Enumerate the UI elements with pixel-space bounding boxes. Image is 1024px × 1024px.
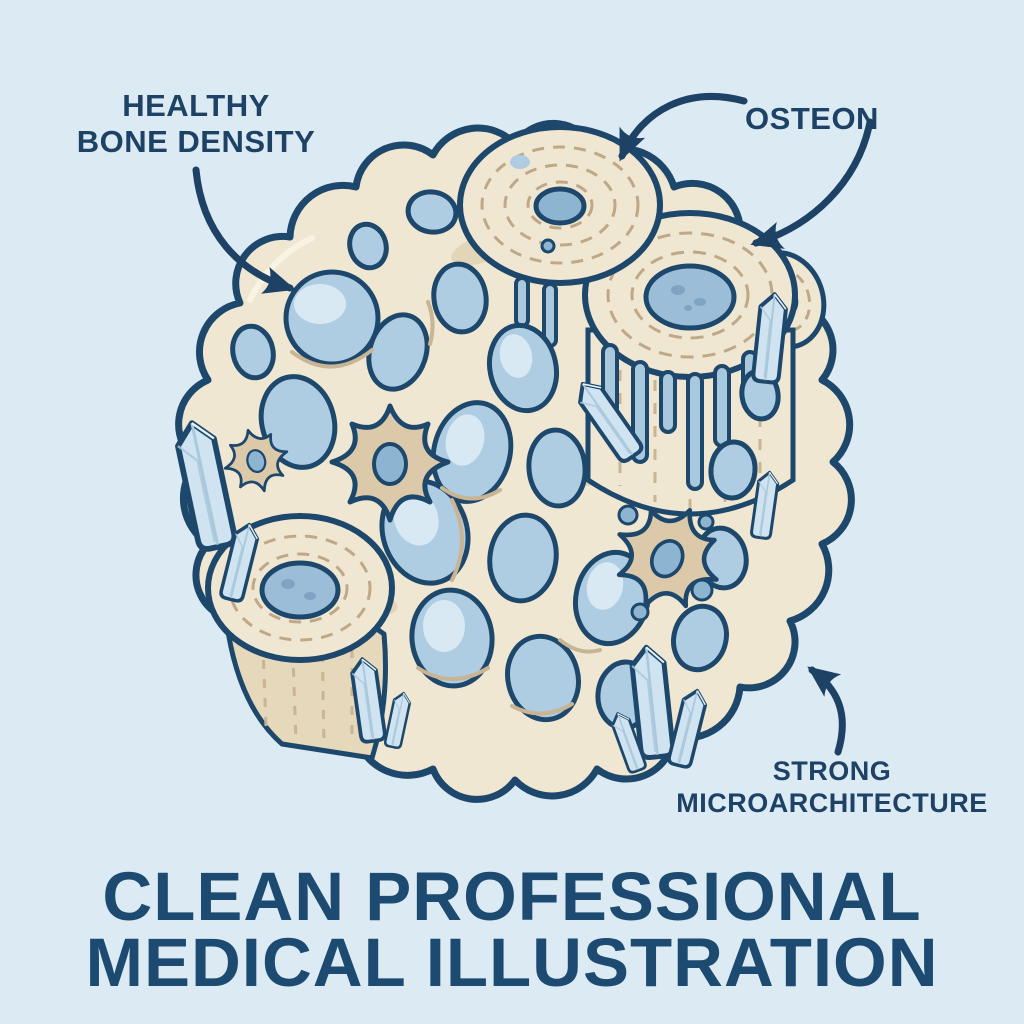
label-strong-line2: MICROARCHITECTURE bbox=[676, 788, 988, 819]
label-healthy-line1: HEALTHY bbox=[122, 88, 270, 123]
label-osteon: OSTEON bbox=[688, 101, 936, 137]
label-healthy-bone-density: HEALTHY BONE DENSITY bbox=[26, 88, 366, 159]
mineral-specks bbox=[540, 238, 715, 622]
arrow-strong-microarchitecture bbox=[807, 666, 846, 756]
resorption-drips bbox=[601, 343, 759, 491]
annotation-arrows bbox=[192, 93, 874, 756]
arrow-healthy-bone-density bbox=[192, 166, 296, 294]
poster-caption: CLEAN PROFESSIONAL MEDICAL ILLUSTRATION bbox=[0, 858, 1024, 1002]
osteon-top bbox=[457, 124, 663, 348]
caption-line2: MEDICAL ILLUSTRATION bbox=[85, 924, 939, 1002]
label-strong-line1: STRONG bbox=[772, 756, 892, 786]
arrow-osteon-left bbox=[618, 93, 748, 162]
label-healthy-line2: BONE DENSITY bbox=[76, 123, 316, 159]
arrow-osteon-right bbox=[750, 118, 874, 249]
bone-shading-crescents bbox=[290, 300, 602, 716]
label-strong-microarchitecture: STRONG MICROARCHITECTURE bbox=[640, 755, 1024, 820]
caption-line1: CLEAN PROFESSIONAL bbox=[102, 858, 922, 935]
label-osteon-text: OSTEON bbox=[745, 101, 879, 136]
pore-highlights bbox=[294, 284, 624, 652]
trabecular-pores bbox=[230, 189, 781, 731]
